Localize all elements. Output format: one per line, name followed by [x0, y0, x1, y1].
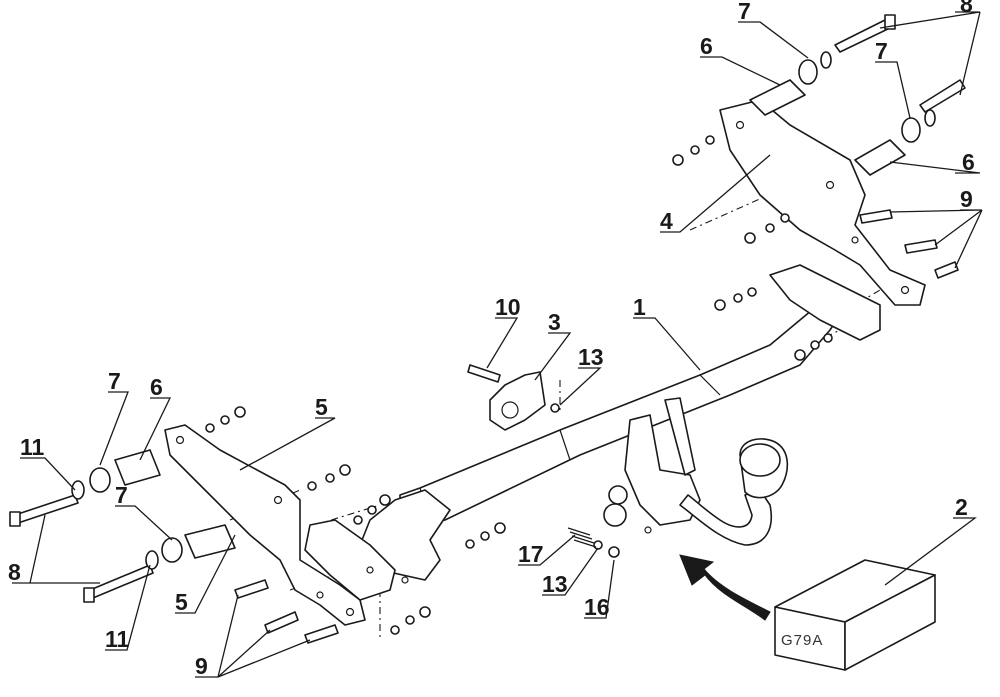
callout-3: 3 [548, 309, 561, 335]
callout-1: 1 [633, 294, 646, 320]
callout-10: 10 [495, 294, 521, 320]
leader-lines [12, 11, 983, 678]
fasteners [9, 14, 966, 644]
callout-7-right: 7 [875, 38, 888, 64]
callout-11-upper: 11 [20, 434, 45, 460]
callout-6-top: 6 [700, 33, 713, 59]
callout-13-upper: 13 [578, 344, 604, 370]
callout-9-bottom: 9 [195, 653, 208, 679]
box-label: G79A [781, 632, 823, 649]
callout-5-lower: 5 [175, 589, 188, 615]
main-cross-beam [359, 264, 881, 581]
tow-ball-assembly [603, 397, 789, 546]
callout-13-lower: 13 [542, 571, 568, 597]
callout-2: 2 [955, 494, 968, 520]
callout-11-lower: 11 [105, 626, 130, 652]
callout-7-left-lower: 7 [115, 482, 128, 508]
arrow-icon [679, 554, 771, 621]
callout-9-right: 9 [960, 186, 973, 212]
callout-7-left-upper: 7 [108, 368, 121, 394]
callout-8-left: 8 [8, 559, 21, 585]
callout-16: 16 [584, 594, 610, 620]
callouts: 1 2 3 4 5 5 6 6 6 7 7 7 7 8 8 9 9 10 11 … [8, 0, 975, 679]
left-side-bracket [164, 424, 409, 626]
callout-6-right: 6 [962, 149, 975, 175]
callout-7-top: 7 [738, 0, 751, 24]
callout-6-left: 6 [150, 374, 163, 400]
callout-17: 17 [518, 541, 544, 567]
callout-4: 4 [660, 208, 673, 234]
socket-plate [489, 371, 546, 431]
packing-box: G79A [774, 559, 936, 671]
right-side-bracket [719, 99, 926, 306]
callout-5-upper: 5 [315, 394, 328, 420]
callout-8-top: 8 [960, 0, 973, 17]
